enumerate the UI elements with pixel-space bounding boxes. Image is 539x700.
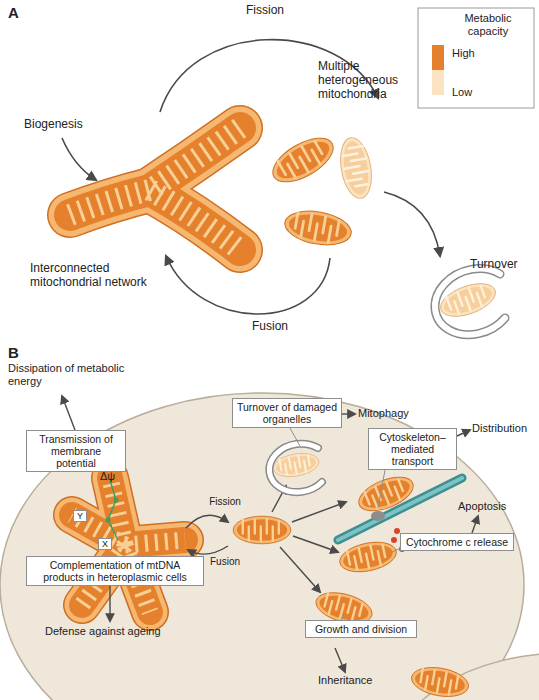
process-label: Turnover: [470, 258, 539, 272]
outcome-label: Apoptosis: [458, 500, 528, 513]
box-text: Cytochrome c release: [405, 536, 509, 548]
fan-arrow: [293, 536, 338, 552]
result-arrow: [335, 648, 345, 672]
autophagosome: [435, 269, 505, 335]
callout-box: Growth and division: [305, 620, 417, 638]
legend-text: Low: [452, 86, 472, 99]
structure-label: Interconnected mitochondrial network: [30, 262, 165, 290]
process-label: Biogenesis: [24, 118, 108, 132]
mitochondrion: [337, 538, 399, 577]
fan-arrow: [292, 502, 346, 522]
network-outer: [70, 128, 240, 250]
callout-box: Cytoskeleton–mediated transport: [368, 428, 457, 470]
autophagosome: [269, 444, 322, 492]
fusion-arrow: [188, 546, 228, 554]
outcome-label: Mitophagy: [358, 407, 428, 420]
gene-box: Y: [73, 510, 87, 522]
outcome-label: Dissipation of metabolic energy: [8, 362, 138, 387]
mtdna-strand: [108, 480, 118, 540]
legend-text: High: [452, 47, 475, 60]
outcome-label: Defense against ageing: [45, 625, 195, 638]
fission-arrow: [186, 515, 228, 528]
gene-box: X: [98, 538, 112, 550]
mitochondrial-network: [70, 128, 240, 250]
legend-title: Metabolic capacity: [446, 12, 530, 37]
biogenesis-arrow: [62, 138, 96, 180]
structure-label: Multiple heterogeneous mitochondria: [318, 60, 418, 101]
process-label: Fission: [235, 4, 295, 18]
cytochrome-dot: [391, 537, 397, 543]
process-label: Fusion: [240, 320, 300, 334]
box-text: Growth and division: [310, 623, 412, 635]
mitochondrion: [354, 470, 418, 517]
callout-box: Turnover of damaged organelles: [232, 398, 342, 428]
result-arrow: [109, 585, 110, 621]
legend-swatch: [432, 70, 444, 95]
network-cristae: [72, 478, 185, 612]
cell: [0, 393, 524, 700]
outcome-label: Inheritance: [318, 674, 398, 687]
motor-protein: [371, 511, 385, 521]
network-matrix: [70, 128, 240, 250]
callout-box: Transmission of membrane potential: [26, 430, 126, 472]
outcome-label: Distribution: [472, 422, 538, 435]
mitochondrion: [409, 663, 471, 700]
daughter-cell: [390, 653, 539, 700]
box-text: Cytoskeleton–mediated transport: [373, 431, 452, 467]
process-label: Fission: [200, 496, 250, 508]
callout-box: Cytochrome c release: [400, 533, 514, 551]
network-membrane: [72, 478, 185, 612]
mitochondrion: [266, 129, 340, 190]
panel-letter: A: [8, 4, 32, 21]
result-arrow: [342, 413, 355, 414]
box-text: X: [100, 539, 110, 549]
process-label: Fusion: [200, 556, 250, 568]
result-arrow: [62, 396, 75, 430]
mitochondrion: [282, 206, 354, 249]
autophagosome: [269, 444, 322, 492]
callout-box: Complementation of mtDNA products in het…: [26, 556, 204, 586]
result-arrow: [457, 430, 470, 436]
turnover-arrow: [384, 192, 440, 256]
network-matrix: [72, 478, 185, 612]
autophagosome: [435, 269, 505, 335]
mitochondrion: [233, 516, 291, 544]
box-text: Y: [75, 511, 85, 521]
box-text: Transmission of membrane potential: [31, 433, 121, 469]
panel-letter: B: [8, 344, 32, 361]
callout-pointer: [290, 428, 300, 446]
legend-swatch: [432, 45, 444, 70]
mitochondrial-network: [72, 478, 185, 612]
result-arrow: [472, 516, 478, 533]
legend-frame: [418, 8, 534, 108]
network-cristae: [70, 128, 240, 250]
mtdna-dot: [106, 518, 111, 523]
box-text: Complementation of mtDNA products in het…: [31, 559, 199, 583]
fan-arrow: [280, 547, 320, 592]
network-outer: [72, 478, 185, 612]
mtdna-dot: [114, 498, 119, 503]
network-membrane: [70, 128, 240, 250]
mitochondrion-low: [336, 135, 376, 201]
box-text: Turnover of damaged organelles: [237, 401, 337, 425]
callout-pointer: [378, 470, 385, 508]
